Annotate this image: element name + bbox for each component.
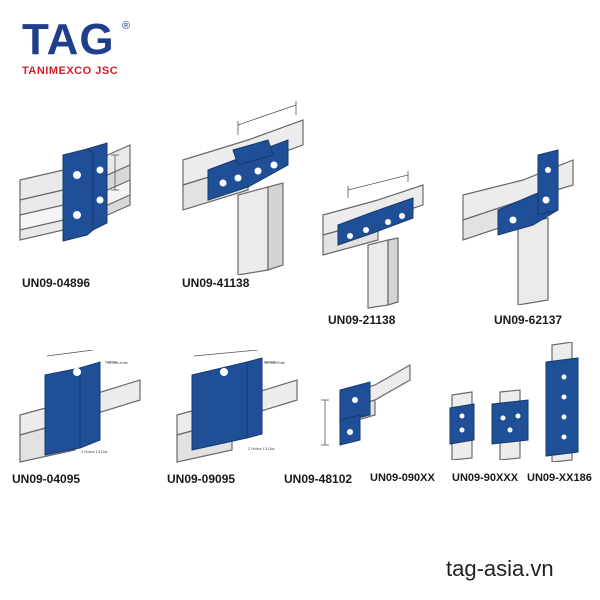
fitting-illustration-21138: [322, 171, 424, 309]
fitting-illustration-90XXX: [491, 389, 529, 460]
product-code: UN09-90XXX: [452, 472, 519, 484]
dia-hole-note: 14 Dia.Hole: [264, 360, 286, 365]
website-url: tag-asia.vn: [446, 556, 554, 581]
holes-dia-note: 2 Holes 13 Dia.: [81, 449, 108, 454]
brand-company: TANIMEXCO JSC: [22, 65, 119, 77]
product-code: UN09-62137: [494, 313, 563, 327]
fitting-illustration-04896: [19, 142, 131, 242]
brand-mark: TAG: [22, 15, 115, 64]
fitting-illustration-62137: [462, 149, 574, 305]
holes-dia-note: 2 Holes 13 Dia.: [248, 446, 275, 451]
product-code: UN09-090XX: [370, 472, 435, 484]
product-code: UN09-04896: [22, 276, 91, 290]
fitting-illustration-48102: [321, 363, 411, 446]
fitting-illustration-09095: 14 Dia.Hole 2 Holes 13 Dia.: [176, 350, 298, 463]
product-code: UN09-21138: [328, 313, 396, 327]
product-code: UN09-XX186: [527, 472, 592, 484]
product-code: UN09-04095: [12, 472, 81, 486]
fitting-illustration-XX186: [545, 342, 579, 462]
registered-mark: ®: [122, 20, 131, 32]
fitting-illustration-090XX: [449, 391, 475, 460]
product-code: UN09-09095: [167, 472, 236, 486]
product-code: UN09-41138: [182, 276, 250, 290]
dia-hole-note: 14 Dia.Hole: [107, 360, 129, 365]
fitting-illustration-04095: 14 Dia.Hole 2 Holes 13 Dia.: [19, 350, 141, 463]
brand-logo: TAG ® TANIMEXCO JSC: [22, 18, 142, 78]
product-code: UN09-48102: [284, 472, 353, 486]
fitting-illustration-41138: [182, 101, 304, 275]
